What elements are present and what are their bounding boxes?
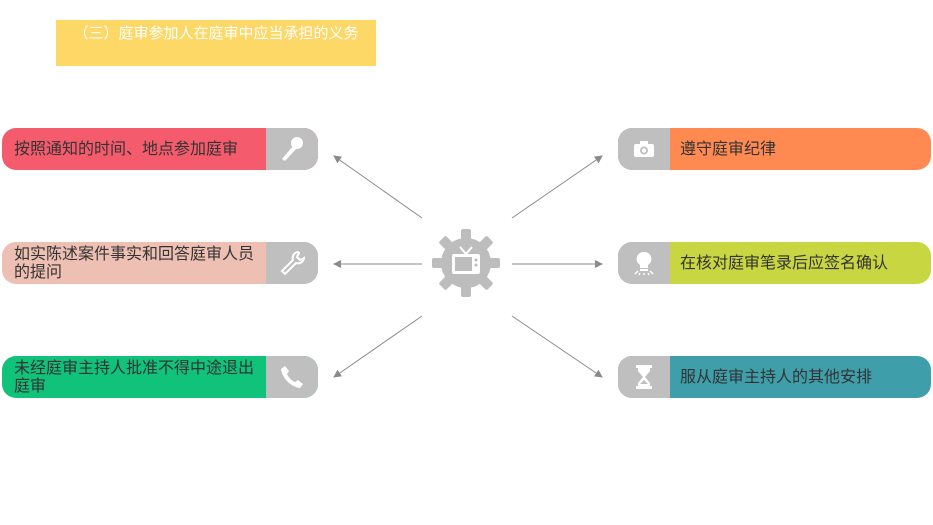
right-item-2: 在核对庭审笔录后应签名确认 xyxy=(618,242,931,284)
camera-icon xyxy=(618,128,670,170)
arrow-top-right xyxy=(511,155,603,219)
page-title: （三）庭审参加人在庭审中应当承担的义务 xyxy=(56,20,376,66)
right-item-3-label: 服从庭审主持人的其他安排 xyxy=(680,367,873,386)
right-item-3: 服从庭审主持人的其他安排 xyxy=(618,356,931,398)
phone-icon xyxy=(266,356,318,398)
wrench-icon xyxy=(266,242,318,284)
left-item-1-label: 按照通知的时间、地点参加庭审 xyxy=(14,139,239,158)
arrow-bottom-left xyxy=(333,315,423,378)
gear-tv-icon xyxy=(430,227,502,303)
left-item-1: 按照通知的时间、地点参加庭审 xyxy=(2,128,318,170)
left-item-3-label: 未经庭审主持人批准不得中途退出庭审 xyxy=(14,358,255,395)
left-item-2: 如实陈述案件事实和回答庭审人员的提问 xyxy=(2,242,318,284)
left-item-2-label: 如实陈述案件事实和回答庭审人员的提问 xyxy=(14,244,255,281)
right-item-1: 遵守庭审纪律 xyxy=(618,128,931,170)
arrow-bottom-right xyxy=(511,315,603,378)
microphone-icon xyxy=(266,128,318,170)
left-item-3: 未经庭审主持人批准不得中途退出庭审 xyxy=(2,356,318,398)
hourglass-icon xyxy=(618,356,670,398)
right-item-2-label: 在核对庭审笔录后应签名确认 xyxy=(680,253,889,272)
arrow-top-left xyxy=(333,155,423,219)
right-item-1-label: 遵守庭审纪律 xyxy=(680,139,777,158)
lightbulb-icon xyxy=(618,242,670,284)
